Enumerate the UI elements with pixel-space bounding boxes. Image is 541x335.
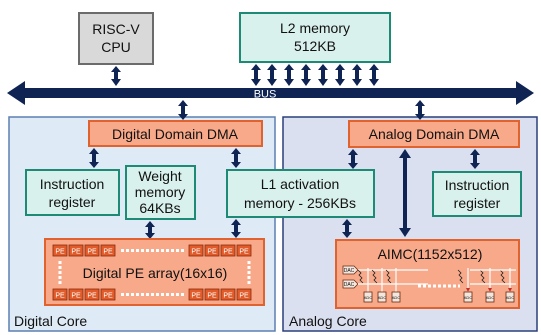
resistor-cell xyxy=(371,269,378,284)
svg-text:PE: PE xyxy=(71,249,81,256)
instr-left-label-2: register xyxy=(49,194,96,210)
pe-cell: PE xyxy=(204,288,220,301)
riscv-cpu-label-2: CPU xyxy=(101,39,131,55)
dac-label: DAC xyxy=(344,282,355,288)
instr-right-label-1: Instruction xyxy=(445,177,510,193)
aimc-label: AIMC(1152x512) xyxy=(378,246,483,262)
pe-cell: PE xyxy=(236,244,252,257)
svg-text:PE: PE xyxy=(223,293,233,300)
pe-cell: PE xyxy=(100,288,116,301)
digital-dma-label: Digital Domain DMA xyxy=(112,126,239,142)
l2-memory-label-1: L2 memory xyxy=(280,20,350,36)
instr-right-label-2: register xyxy=(454,195,501,211)
pe-cell: PE xyxy=(52,244,68,257)
resistor-cell xyxy=(499,269,506,284)
weight-memory-label-1: Weight xyxy=(138,168,181,184)
output-arrow xyxy=(466,288,470,292)
digital-core-label: Digital Core xyxy=(14,313,87,329)
digital-dma-block xyxy=(88,120,263,147)
pe-cell: PE xyxy=(204,244,220,257)
dma-block-arrows xyxy=(89,148,480,237)
pe-cell: PE xyxy=(100,244,116,257)
l2-memory-label-2: 512KB xyxy=(294,38,336,54)
svg-text:PE: PE xyxy=(103,293,113,300)
weight-memory-label-3: 64KBs xyxy=(139,200,180,216)
adc-block xyxy=(391,291,401,303)
riscv-cpu-label-1: RISC-V xyxy=(92,21,140,37)
adc-label: ADC xyxy=(486,295,495,300)
l1-activation-label-1: L1 activation xyxy=(261,176,340,192)
adc-label: ADC xyxy=(506,295,515,300)
bus-label: BUS xyxy=(254,89,277,101)
output-arrow xyxy=(488,288,492,292)
riscv-bus-arrow xyxy=(111,66,121,86)
pe-cell: PE xyxy=(220,288,236,301)
dac-driver xyxy=(342,265,359,275)
svg-text:PE: PE xyxy=(55,293,65,300)
riscv-cpu-block xyxy=(78,12,154,65)
svg-text:PE: PE xyxy=(191,293,201,300)
analog-core-label: Analog Core xyxy=(289,313,367,329)
resistor-cell xyxy=(385,269,392,284)
dac-label: DAC xyxy=(344,268,355,274)
svg-text:PE: PE xyxy=(223,249,233,256)
adc-label: ADC xyxy=(378,295,387,300)
resistor-cell xyxy=(357,269,364,284)
pe-cell: PE xyxy=(68,288,84,301)
resistor-cell xyxy=(457,269,464,284)
weight-memory-label-2: memory xyxy=(135,184,186,200)
system-bus xyxy=(7,81,534,105)
pe-cell: PE xyxy=(236,288,252,301)
pe-grid: PE PE PE PE PE PE PE PE PE PE PE PE PE PE PE PE xyxy=(52,244,252,301)
adc-label: ADC xyxy=(364,295,373,300)
svg-text:PE: PE xyxy=(55,249,65,256)
output-arrow xyxy=(508,288,512,292)
pe-cell: PE xyxy=(188,244,204,257)
svg-text:PE: PE xyxy=(71,293,81,300)
aimc-crossbar: DAC DAC ADC ADC ADC ADC ADC ADC xyxy=(342,265,516,303)
memory-pe-arrows xyxy=(145,219,352,239)
instruction-register-left xyxy=(25,169,120,216)
dac-driver xyxy=(342,279,359,289)
adc-block xyxy=(363,291,373,303)
svg-text:PE: PE xyxy=(207,249,217,256)
pe-cell: PE xyxy=(84,244,100,257)
analog-dma-label: Analog Domain DMA xyxy=(369,126,500,142)
svg-text:PE: PE xyxy=(239,293,249,300)
resistor-cell xyxy=(479,269,486,284)
digital-pe-array-label: Digital PE array(16x16) xyxy=(83,265,228,281)
l1-activation-memory-block xyxy=(226,169,375,218)
adc-label: ADC xyxy=(464,295,473,300)
l1-activation-label-2: memory - 256KBs xyxy=(244,195,356,211)
analog-dma-block xyxy=(348,120,520,148)
svg-text:PE: PE xyxy=(239,249,249,256)
pe-cell: PE xyxy=(68,244,84,257)
svg-text:PE: PE xyxy=(87,249,97,256)
adc-block xyxy=(377,291,387,303)
svg-text:PE: PE xyxy=(191,249,201,256)
pe-cell: PE xyxy=(220,244,236,257)
pe-cell: PE xyxy=(188,288,204,301)
svg-text:PE: PE xyxy=(207,293,217,300)
bus-dma-arrows xyxy=(178,100,425,120)
adc-label: ADC xyxy=(392,295,401,300)
pe-cell: PE xyxy=(52,288,68,301)
svg-text:PE: PE xyxy=(87,293,97,300)
l2-bus-arrows xyxy=(251,64,379,86)
pe-cell: PE xyxy=(84,288,100,301)
weight-memory-block xyxy=(125,165,196,220)
instr-left-label-1: Instruction xyxy=(40,176,105,192)
instruction-register-right xyxy=(432,171,522,217)
l2-memory-block xyxy=(239,12,391,63)
svg-text:PE: PE xyxy=(103,249,113,256)
